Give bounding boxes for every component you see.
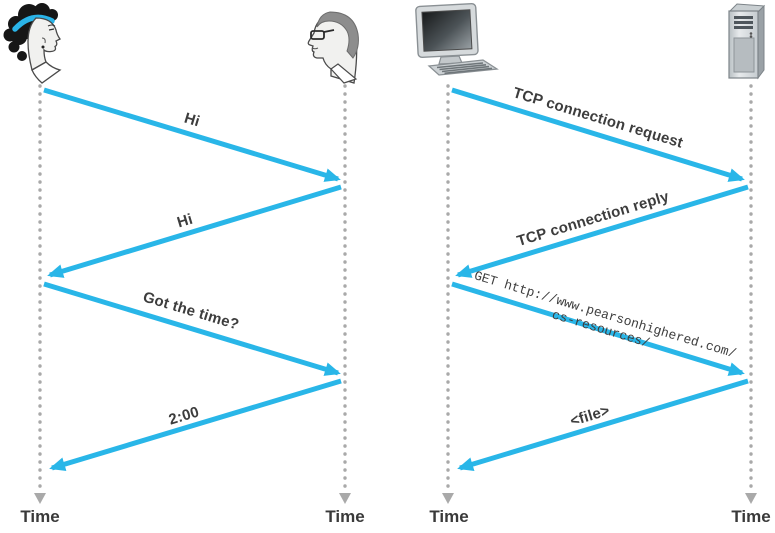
time-label-server: Time [731, 507, 771, 526]
time-label-man: Time [325, 507, 365, 526]
arrow-tcp-request [451, 87, 745, 182]
man-profile-icon [300, 6, 366, 89]
arrow-tcp-reply [455, 184, 749, 278]
woman-profile-icon [2, 1, 78, 90]
timeline-arrowhead-icon [745, 493, 757, 504]
timeline-arrowheads [34, 493, 757, 504]
timeline-arrowhead-icon [34, 493, 46, 504]
timeline-arrowhead-icon [442, 493, 454, 504]
arrow-http-get [451, 281, 745, 376]
time-label-computer: Time [429, 507, 469, 526]
message-arrows [43, 87, 749, 471]
time-label-woman: Time [20, 507, 60, 526]
desktop-computer-icon [407, 2, 501, 81]
arrow-file-response [457, 378, 749, 471]
arrow-time-answer [49, 378, 342, 471]
arrow-got-the-time [43, 281, 341, 376]
timelines [38, 84, 753, 492]
timeline-arrowhead-icon [339, 493, 351, 504]
arrow-hi-reply [47, 184, 342, 278]
server-tower-icon [722, 2, 768, 87]
arrow-hi-request [43, 87, 341, 182]
